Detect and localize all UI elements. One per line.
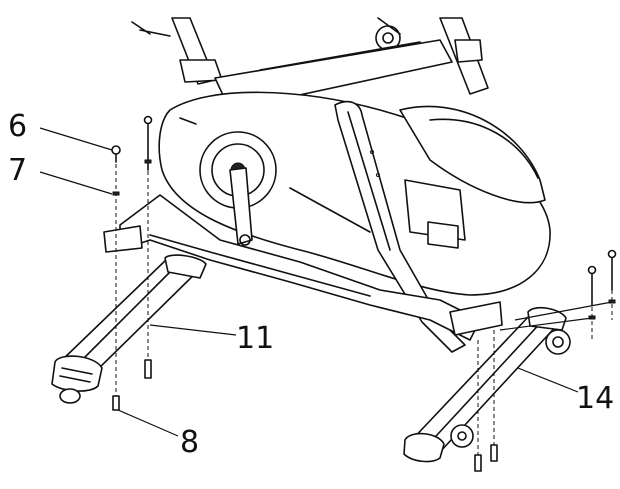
callout-11: 11	[236, 321, 274, 356]
front-stabilizer	[51, 254, 207, 404]
leader-lines	[39, 127, 579, 437]
down-tube	[334, 100, 466, 353]
fasteners-rear	[474, 249, 617, 472]
callout-6: 6	[8, 109, 27, 144]
base-frame	[103, 194, 503, 341]
rear-stabilizer	[403, 306, 571, 463]
resistance-housing	[399, 105, 546, 249]
callout-8: 8	[180, 425, 199, 460]
callout-14: 14	[576, 381, 614, 416]
callout-7: 7	[8, 153, 27, 188]
fasteners-front	[111, 115, 153, 411]
